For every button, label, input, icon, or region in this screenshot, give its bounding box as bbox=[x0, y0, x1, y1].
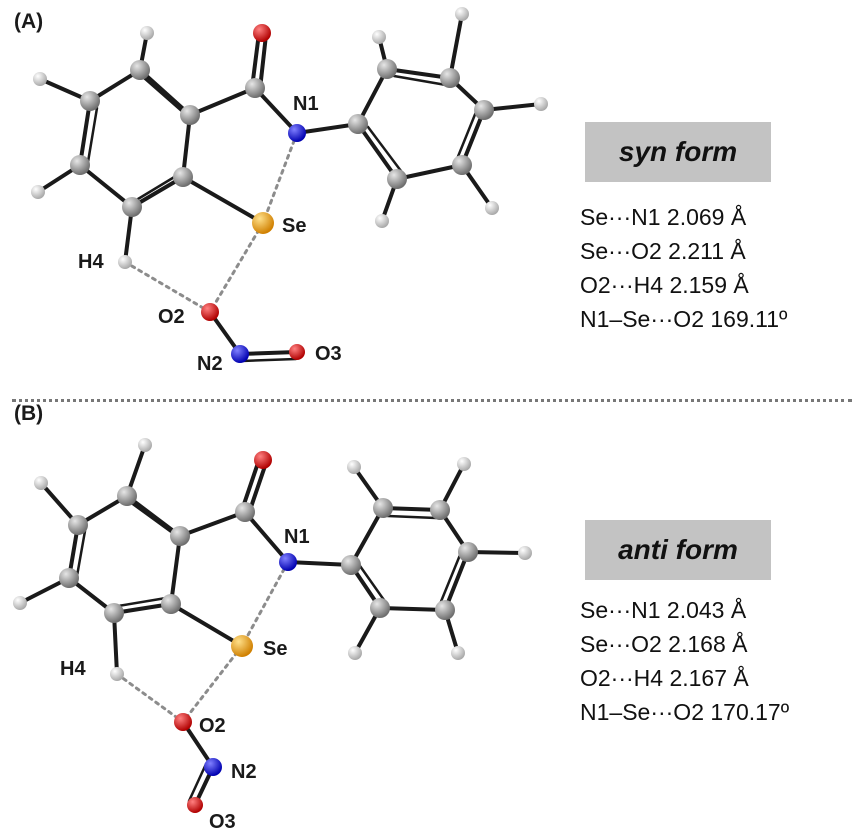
atom-label-h4: H4 bbox=[60, 658, 86, 680]
syn-molecule-structure: N1 Se H4 O2 N2 O3 bbox=[31, 7, 548, 375]
oxygen-atom-o2 bbox=[201, 303, 219, 321]
distance-metrics: Se···N1 2.043 Å Se···O2 2.168 Å O2···H4 … bbox=[580, 593, 789, 729]
metric-line: N1–Se···O2 169.11º bbox=[580, 306, 788, 332]
form-title-box: syn form bbox=[585, 122, 771, 182]
oxygen-atom-o3 bbox=[187, 797, 203, 813]
hydrogen-atoms bbox=[13, 438, 532, 681]
atom-label-se: Se bbox=[263, 638, 287, 660]
covalent-bonds bbox=[18, 443, 527, 807]
nitrogen-atom-n1 bbox=[288, 124, 306, 142]
panel-label: (B) bbox=[14, 402, 44, 425]
atom-label-o2: O2 bbox=[199, 715, 226, 737]
panel-label: (A) bbox=[14, 10, 44, 33]
atom-label-se: Se bbox=[282, 215, 306, 237]
covalent-bonds bbox=[36, 12, 543, 363]
noncovalent-contacts bbox=[115, 560, 290, 724]
nitrogen-atom-n2 bbox=[231, 345, 249, 363]
oxygen-atom-o2 bbox=[174, 713, 192, 731]
panel-a: (A) bbox=[0, 0, 860, 400]
selenium-atom bbox=[231, 635, 253, 657]
atom-label-n1: N1 bbox=[293, 93, 319, 115]
oxygen-atom bbox=[254, 451, 272, 469]
selenium-atom bbox=[252, 212, 274, 234]
atom-label-n2: N2 bbox=[231, 761, 257, 783]
atom-label-n1: N1 bbox=[284, 526, 310, 548]
nitrogen-atom-n2 bbox=[204, 758, 222, 776]
metric-line: O2···H4 2.167 Å bbox=[580, 665, 749, 691]
atom-label-o3: O3 bbox=[209, 811, 236, 833]
panel-b: (B) bbox=[0, 400, 860, 833]
oxygen-atom-o3 bbox=[289, 344, 305, 360]
atom-label-o3: O3 bbox=[315, 343, 342, 365]
atom-label-h4: H4 bbox=[78, 251, 104, 273]
noncovalent-contacts bbox=[123, 131, 299, 314]
carbon-atoms bbox=[70, 59, 494, 217]
hydrogen-atoms bbox=[31, 7, 548, 269]
metric-line: O2···H4 2.159 Å bbox=[580, 272, 749, 298]
nitrogen-atom-n1 bbox=[279, 553, 297, 571]
distance-metrics: Se···N1 2.069 Å Se···O2 2.211 Å O2···H4 … bbox=[580, 200, 787, 336]
anti-molecule-structure: N1 Se H4 O2 N2 O3 bbox=[13, 438, 532, 833]
metric-line: N1–Se···O2 170.17º bbox=[580, 699, 790, 725]
form-title-box: anti form bbox=[585, 520, 771, 580]
dotted-separator bbox=[12, 399, 852, 402]
carbon-atoms bbox=[59, 486, 478, 623]
atom-label-n2: N2 bbox=[197, 353, 223, 375]
atom-label-o2: O2 bbox=[158, 306, 185, 328]
metric-line: Se···O2 2.168 Å bbox=[580, 631, 748, 657]
metric-line: Se···N1 2.069 Å bbox=[580, 204, 747, 230]
metric-line: Se···N1 2.043 Å bbox=[580, 597, 747, 623]
oxygen-atom bbox=[253, 24, 271, 42]
metric-line: Se···O2 2.211 Å bbox=[580, 238, 746, 264]
